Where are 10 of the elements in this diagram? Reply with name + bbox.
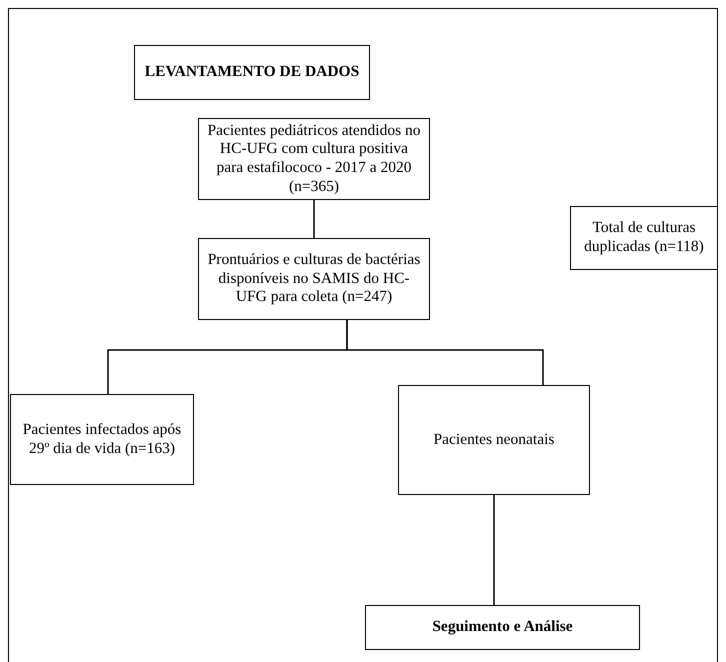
process-box: Prontuários e culturas de bactérias disponíveis no SAMIS do HC-UFG para coleta (n=247) xyxy=(198,238,430,320)
process-box: LEVANTAMENTO DE DADOS xyxy=(134,45,370,100)
connector-line xyxy=(346,320,544,385)
process-box: Pacientes infectados após 29º dia de vida (n=163) xyxy=(10,394,194,485)
process-box: Total de culturas duplicadas (n=118) xyxy=(570,206,718,270)
process-box: Pacientes pediátricos atendidos no HC-UFG com cultura positiva para estafilococo - 2017 a 2020 (n=365) xyxy=(198,118,430,200)
process-box: Pacientes neonatais xyxy=(398,385,590,495)
connector-line xyxy=(493,495,495,605)
connector-line xyxy=(313,200,315,238)
process-box: Seguimento e Análise xyxy=(365,605,640,650)
